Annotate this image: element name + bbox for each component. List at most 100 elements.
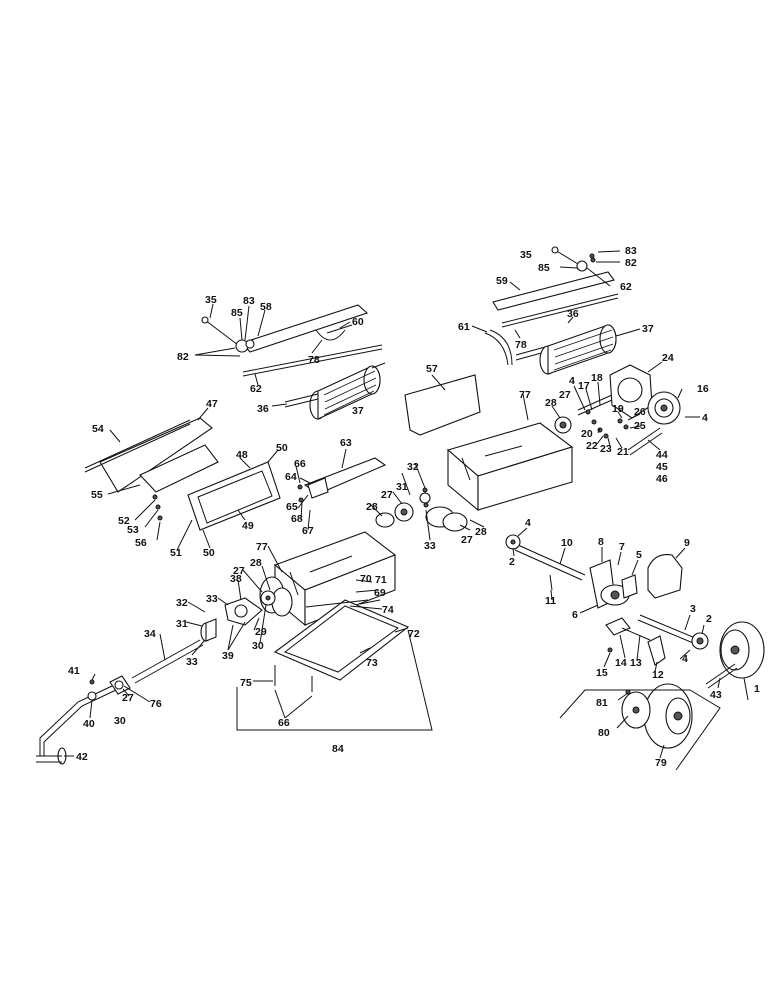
callout-60: 60 [352, 316, 364, 328]
callout-43: 43 [710, 689, 722, 701]
left-drive-assembly [36, 545, 283, 765]
callout-37: 37 [642, 323, 654, 335]
callout-31: 31 [396, 481, 408, 493]
callout-46: 46 [656, 473, 668, 485]
callout-39: 39 [222, 650, 234, 662]
callout-64: 64 [285, 471, 297, 483]
callout-84: 84 [332, 743, 344, 755]
callout-56: 56 [135, 537, 147, 549]
callout-24: 24 [662, 352, 674, 364]
callout-51: 51 [170, 547, 182, 559]
callout-85: 85 [231, 307, 243, 319]
callout-29: 29 [255, 626, 267, 638]
callout-82: 82 [625, 257, 637, 269]
callout-4: 4 [682, 653, 688, 665]
callout-5: 5 [636, 549, 642, 561]
callout-35: 35 [205, 294, 217, 306]
callout-76: 76 [150, 698, 162, 710]
callout-4: 4 [525, 517, 531, 529]
callout-33: 33 [424, 540, 436, 552]
callout-30: 30 [114, 715, 126, 727]
callout-50: 50 [203, 547, 215, 559]
callout-54: 54 [92, 423, 104, 435]
callout-33: 33 [206, 593, 218, 605]
callout-77: 77 [519, 389, 531, 401]
callout-67: 67 [302, 525, 314, 537]
callout-32: 32 [176, 597, 188, 609]
callout-25: 25 [634, 420, 646, 432]
callout-28: 28 [250, 557, 262, 569]
callout-62: 62 [620, 281, 632, 293]
callout-53: 53 [127, 524, 139, 536]
callout-41: 41 [68, 665, 80, 677]
callout-37: 37 [352, 405, 364, 417]
callout-62: 62 [250, 383, 262, 395]
callout-74: 74 [382, 604, 394, 616]
callout-21: 21 [617, 446, 629, 458]
callout-50: 50 [276, 442, 288, 454]
callout-72: 72 [408, 628, 420, 640]
callout-40: 40 [83, 718, 95, 730]
callout-17: 17 [578, 380, 590, 392]
callout-70: 70 [360, 573, 372, 585]
callout-78: 78 [515, 339, 527, 351]
callout-47: 47 [206, 398, 218, 410]
callout-48: 48 [236, 449, 248, 461]
callout-16: 16 [697, 383, 709, 395]
callout-68: 68 [291, 513, 303, 525]
callout-38: 38 [230, 573, 242, 585]
callout-71: 71 [375, 574, 387, 586]
callout-83: 83 [243, 295, 255, 307]
callout-4: 4 [702, 412, 708, 424]
callout-63: 63 [340, 437, 352, 449]
callout-45: 45 [656, 461, 668, 473]
callout-18: 18 [591, 372, 603, 384]
callout-58: 58 [260, 301, 272, 313]
callout-22: 22 [586, 440, 598, 452]
callout-30: 30 [252, 640, 264, 652]
callout-73: 73 [366, 657, 378, 669]
lower-right-drive-assembly [505, 527, 765, 771]
callout-82: 82 [177, 351, 189, 363]
callout-28: 28 [366, 501, 378, 513]
callout-44: 44 [656, 449, 668, 461]
callout-labels: 1 2 2 3 4 4 4 4 5 6 7 8 9 10 11 12 13 14… [68, 245, 760, 769]
callout-4: 4 [569, 375, 575, 387]
callout-27: 27 [233, 565, 245, 577]
callout-69: 69 [374, 587, 386, 599]
callout-33: 33 [186, 656, 198, 668]
callout-2: 2 [706, 613, 712, 625]
callout-57: 57 [426, 363, 438, 375]
callout-83: 83 [625, 245, 637, 257]
callout-59: 59 [496, 275, 508, 287]
callout-32: 32 [407, 461, 419, 473]
callout-23: 23 [600, 443, 612, 455]
callout-8: 8 [598, 536, 604, 548]
callout-14: 14 [615, 657, 627, 669]
callout-81: 81 [596, 697, 608, 709]
callout-9: 9 [684, 537, 690, 549]
callout-28: 28 [475, 526, 487, 538]
right-hopper-assembly [404, 374, 574, 532]
callout-27: 27 [559, 389, 571, 401]
callout-12: 12 [652, 669, 664, 681]
callout-36: 36 [257, 403, 269, 415]
callout-42: 42 [76, 751, 88, 763]
callout-77: 77 [256, 541, 268, 553]
callout-10: 10 [561, 537, 573, 549]
callout-26: 26 [634, 406, 646, 418]
callout-49: 49 [242, 520, 254, 532]
callout-78: 78 [308, 354, 320, 366]
callout-34: 34 [144, 628, 156, 640]
callout-66: 66 [278, 717, 290, 729]
callout-75: 75 [240, 677, 252, 689]
callout-66: 66 [294, 458, 306, 470]
callout-1: 1 [754, 683, 760, 695]
callout-79: 79 [655, 757, 667, 769]
callout-15: 15 [596, 667, 608, 679]
callout-27: 27 [381, 489, 393, 501]
callout-31: 31 [176, 618, 188, 630]
callout-55: 55 [91, 489, 103, 501]
callout-65: 65 [286, 501, 298, 513]
